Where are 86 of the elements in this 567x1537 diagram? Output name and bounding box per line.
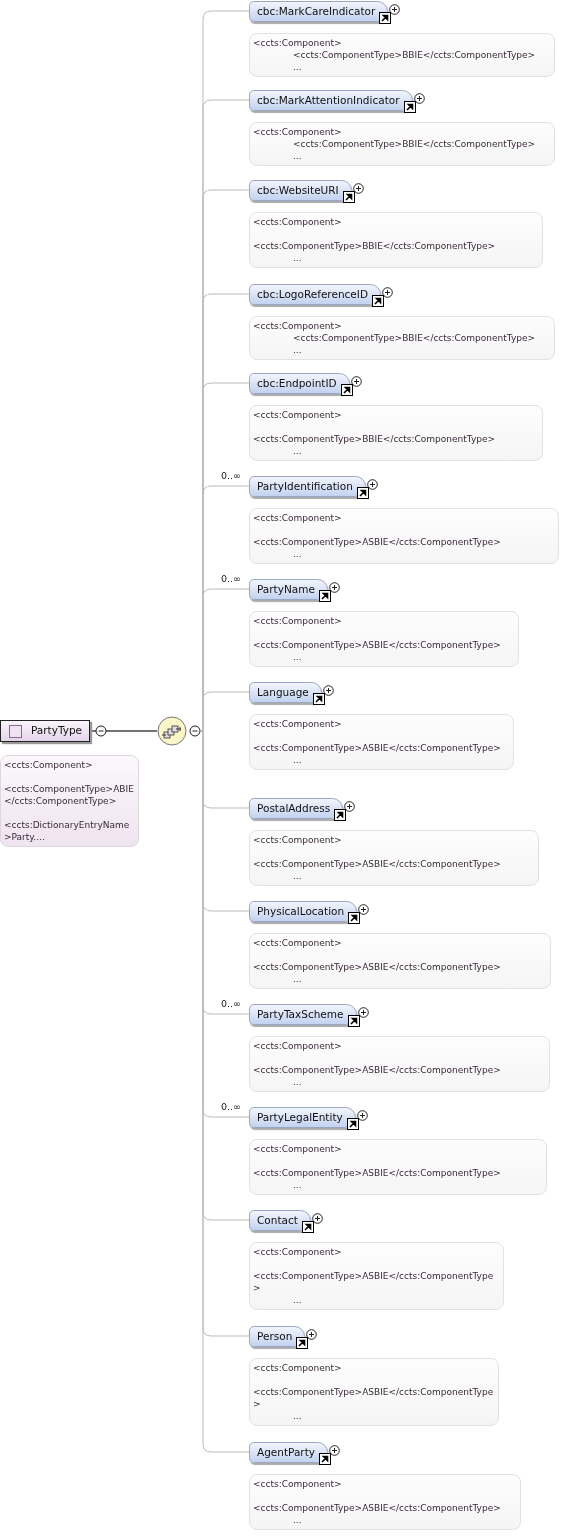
annotation-text: <ccts:Component> bbox=[253, 37, 343, 49]
annotation-text: <ccts:ComponentType>ASBIE</ccts:ComponentType> bbox=[253, 1270, 495, 1294]
connector-line bbox=[89, 730, 158, 732]
annotation-text: ... bbox=[293, 150, 303, 162]
annotation-text: <ccts:ComponentType>BBIE</ccts:ComponentType> bbox=[253, 240, 497, 252]
annotation-text: <ccts:ComponentType>ASBIE</ccts:ComponentType> bbox=[253, 1064, 502, 1076]
annotation-text: <ccts:ComponentType>ASBIE</ccts:ComponentType> bbox=[253, 639, 502, 651]
annotation-text: <ccts:ComponentType>ABIE</ccts:ComponentType> bbox=[4, 783, 135, 807]
annotation-text: ... bbox=[293, 445, 303, 457]
element-box: PartyLegalEntity bbox=[249, 1107, 356, 1128]
annotation-text: ... bbox=[293, 61, 303, 73]
element-box: PartyIdentification bbox=[249, 476, 366, 497]
element-box: PhysicalLocation bbox=[249, 901, 358, 922]
annotation-text: <ccts:Component> bbox=[253, 512, 343, 524]
annotation-text: <ccts:DictionaryEntryName>Party.... bbox=[4, 819, 131, 843]
element-box: cbc:MarkAttentionIndicator bbox=[249, 90, 413, 111]
annotation-text: ... bbox=[293, 1294, 303, 1306]
annotation-box bbox=[249, 405, 543, 461]
annotation-box bbox=[249, 933, 551, 989]
annotation-box bbox=[249, 316, 555, 360]
annotation-text: <ccts:ComponentType>BBIE</ccts:ComponentType> bbox=[293, 49, 537, 61]
annotation-text: <ccts:ComponentType>ASBIE</ccts:ComponentType> bbox=[253, 961, 502, 973]
annotation-box bbox=[249, 1036, 550, 1092]
annotation-text: <ccts:Component> bbox=[253, 615, 343, 627]
annotation-text: ... bbox=[293, 1076, 303, 1088]
annotation-box bbox=[249, 611, 519, 667]
annotation-text: <ccts:Component> bbox=[253, 1246, 343, 1258]
annotation-text: ... bbox=[293, 754, 303, 766]
annotation-text: ... bbox=[293, 870, 303, 882]
element-box: PartyName bbox=[249, 579, 328, 600]
element-box: PostalAddress bbox=[249, 798, 344, 819]
element-box: Person bbox=[249, 1326, 306, 1347]
element-box: cbc:MarkCareIndicator bbox=[249, 1, 389, 22]
annotation-box bbox=[249, 714, 514, 770]
annotation-text: <ccts:ComponentType>ASBIE</ccts:ComponentType> bbox=[253, 858, 502, 870]
annotation-text: <ccts:ComponentType>ASBIE</ccts:ComponentType> bbox=[253, 1502, 502, 1514]
element-box: Contact bbox=[249, 1210, 311, 1231]
cardinality-label: 0..∞ bbox=[220, 998, 242, 1009]
annotation-text: ... bbox=[293, 651, 303, 663]
annotation-text: <ccts:Component> bbox=[253, 1143, 343, 1155]
annotation-text: <ccts:Component> bbox=[253, 409, 343, 421]
annotation-box bbox=[249, 212, 543, 268]
annotation-text: <ccts:ComponentType>BBIE</ccts:ComponentType> bbox=[253, 433, 497, 445]
annotation-text: <ccts:Component> bbox=[253, 1362, 343, 1374]
annotation-text: <ccts:ComponentType>ASBIE</ccts:ComponentType> bbox=[253, 742, 502, 754]
element-box: cbc:LogoReferenceID bbox=[249, 284, 381, 305]
annotation-box bbox=[249, 1358, 499, 1426]
annotation-box bbox=[249, 1242, 504, 1310]
annotation-box bbox=[249, 122, 555, 166]
annotation-box bbox=[0, 755, 139, 847]
annotation-text: <ccts:Component> bbox=[253, 320, 343, 332]
element-box: cbc:WebsiteURI bbox=[249, 180, 352, 201]
cardinality-label: 0..∞ bbox=[220, 573, 242, 584]
annotation-text: <ccts:Component> bbox=[253, 216, 343, 228]
annotation-box bbox=[249, 1139, 547, 1195]
annotation-text: ... bbox=[293, 252, 303, 264]
element-box: PartyTaxScheme bbox=[249, 1004, 357, 1025]
type-name: PartyType bbox=[31, 724, 83, 736]
annotation-box bbox=[249, 508, 559, 564]
annotation-text: ... bbox=[293, 973, 303, 985]
annotation-box bbox=[249, 33, 555, 77]
type-box bbox=[0, 720, 90, 742]
annotation-text: <ccts:ComponentType>BBIE</ccts:ComponentType> bbox=[293, 332, 537, 344]
annotation-text: <ccts:Component> bbox=[253, 834, 343, 846]
annotation-text: <ccts:Component> bbox=[253, 1040, 343, 1052]
annotation-box bbox=[249, 830, 539, 886]
element-box: cbc:EndpointID bbox=[249, 373, 350, 394]
annotation-text: <ccts:Component> bbox=[253, 937, 343, 949]
element-box: Language bbox=[249, 682, 322, 703]
annotation-text: <ccts:ComponentType>ASBIE</ccts:ComponentType> bbox=[253, 536, 502, 548]
annotation-text: ... bbox=[293, 548, 303, 560]
annotation-text: <ccts:ComponentType>ASBIE</ccts:ComponentType> bbox=[253, 1386, 495, 1410]
annotation-text: ... bbox=[293, 1179, 303, 1191]
annotation-text: <ccts:Component> bbox=[4, 759, 94, 771]
annotation-text: <ccts:ComponentType>BBIE</ccts:ComponentType> bbox=[293, 138, 537, 150]
annotation-text: ... bbox=[293, 1514, 303, 1526]
annotation-text: <ccts:Component> bbox=[253, 126, 343, 138]
annotation-text: <ccts:ComponentType>ASBIE</ccts:ComponentType> bbox=[253, 1167, 502, 1179]
element-box: AgentParty bbox=[249, 1442, 329, 1463]
cardinality-label: 0..∞ bbox=[220, 1101, 242, 1112]
annotation-text: ... bbox=[293, 1410, 303, 1422]
annotation-text: <ccts:Component> bbox=[253, 718, 343, 730]
annotation-text: ... bbox=[293, 344, 303, 356]
cardinality-label: 0..∞ bbox=[220, 470, 242, 481]
annotation-box bbox=[249, 1474, 521, 1530]
annotation-text: <ccts:Component> bbox=[253, 1478, 343, 1490]
